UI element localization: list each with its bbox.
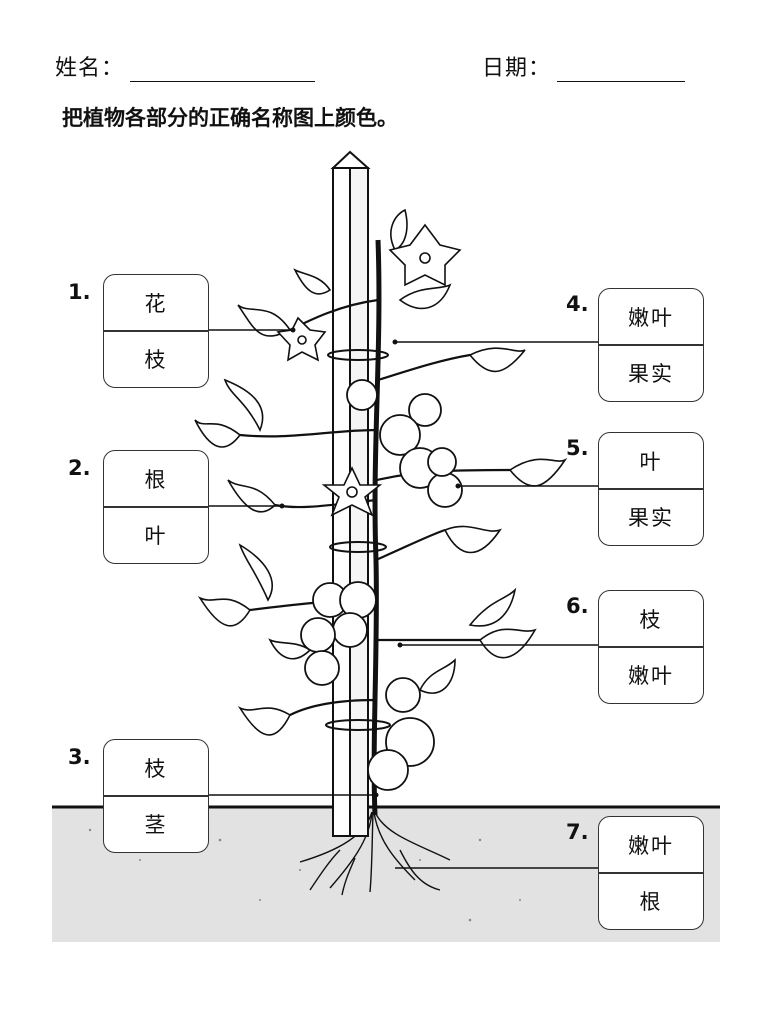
- label-number-1: 1.: [68, 280, 91, 304]
- answer-box-5[interactable]: 叶 果实: [598, 432, 704, 546]
- label-number-7: 7.: [566, 820, 589, 844]
- name-field: 姓名：: [55, 50, 316, 82]
- option-top[interactable]: 枝: [639, 607, 663, 632]
- name-blank-line[interactable]: [130, 61, 316, 82]
- option-top[interactable]: 根: [144, 467, 168, 492]
- soil-speckles: [88, 828, 521, 922]
- instruction-text: 把植物各部分的正确名称图上颜色。: [62, 106, 398, 130]
- date-blank-line[interactable]: [557, 61, 686, 82]
- box-divider: [599, 344, 703, 346]
- label-number-3: 3.: [68, 745, 91, 769]
- box-divider: [599, 646, 703, 648]
- box-divider: [104, 506, 208, 508]
- name-label: 姓名：: [55, 56, 125, 81]
- box-divider: [599, 872, 703, 874]
- answer-box-6[interactable]: 枝 嫩叶: [598, 590, 704, 704]
- box-divider: [599, 488, 703, 490]
- option-top[interactable]: 枝: [144, 756, 168, 781]
- answer-box-7[interactable]: 嫩叶 根: [598, 816, 704, 930]
- option-top[interactable]: 嫩叶: [628, 833, 674, 858]
- box-divider: [104, 330, 208, 332]
- option-top[interactable]: 花: [144, 291, 168, 316]
- top-flower: [388, 223, 462, 287]
- date-label: 日期：: [482, 56, 552, 81]
- option-bottom[interactable]: 果实: [628, 362, 674, 387]
- date-field: 日期：: [482, 50, 686, 82]
- option-bottom[interactable]: 嫩叶: [628, 664, 674, 689]
- option-bottom[interactable]: 果实: [628, 506, 674, 531]
- option-top[interactable]: 嫩叶: [628, 305, 674, 330]
- option-top[interactable]: 叶: [639, 449, 663, 474]
- side-flower: [276, 316, 327, 362]
- label-number-5: 5.: [566, 436, 589, 460]
- option-bottom[interactable]: 叶: [144, 524, 168, 549]
- box-divider: [104, 795, 208, 797]
- label-number-2: 2.: [68, 456, 91, 480]
- twine-ties: [325, 349, 391, 731]
- leader-dots: [279, 327, 461, 798]
- roots: [299, 811, 451, 896]
- star-flower: [321, 466, 383, 517]
- tomatoes: [300, 379, 463, 791]
- option-bottom[interactable]: 根: [639, 890, 663, 915]
- leaves: [194, 208, 568, 736]
- answer-box-4[interactable]: 嫩叶 果实: [598, 288, 704, 402]
- answer-box-3[interactable]: 枝 茎: [103, 739, 209, 853]
- option-bottom[interactable]: 茎: [144, 813, 168, 838]
- answer-box-2[interactable]: 根 叶: [103, 450, 209, 564]
- option-bottom[interactable]: 枝: [144, 348, 168, 373]
- label-number-6: 6.: [566, 594, 589, 618]
- label-number-4: 4.: [566, 292, 589, 316]
- answer-box-1[interactable]: 花 枝: [103, 274, 209, 388]
- flowers: [276, 223, 462, 517]
